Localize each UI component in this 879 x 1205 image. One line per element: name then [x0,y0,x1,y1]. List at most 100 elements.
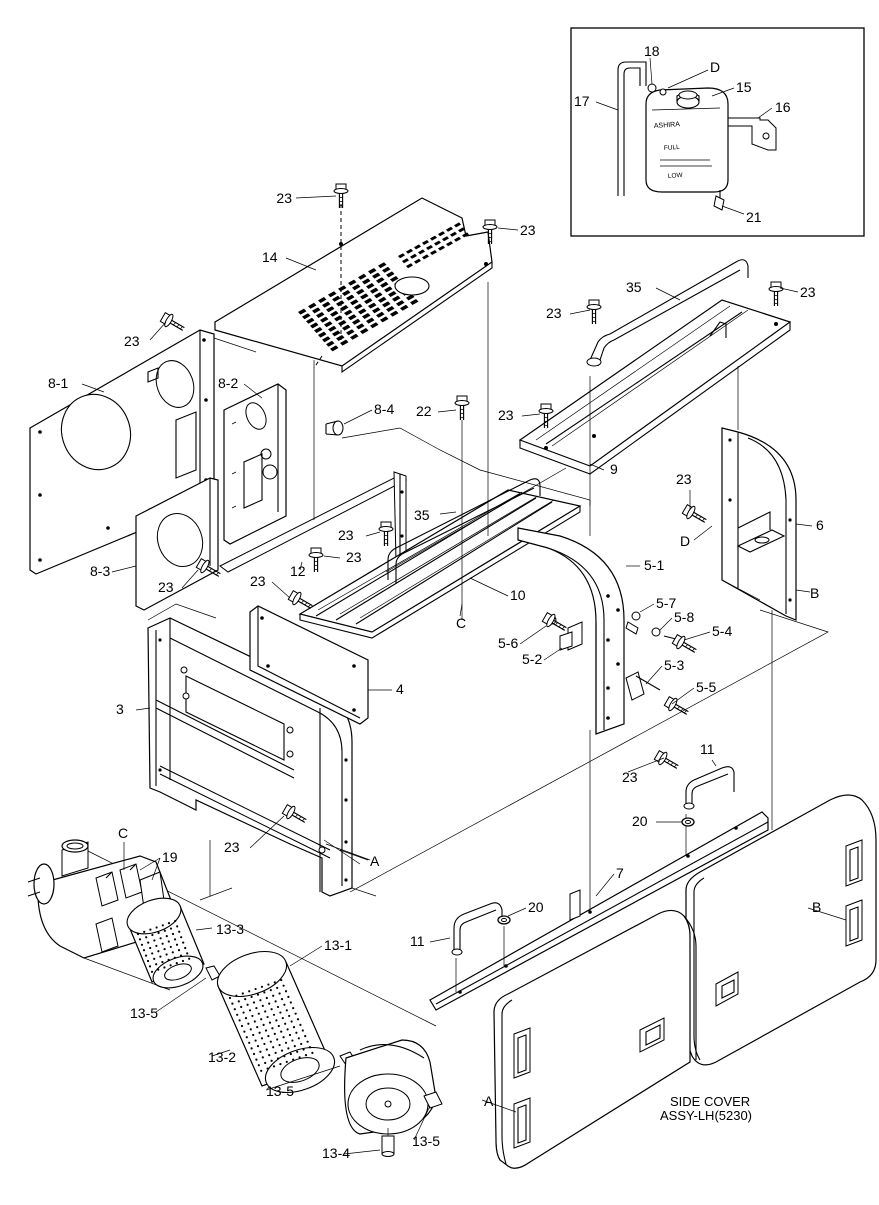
callout-c05: 8-1 [48,375,68,391]
callout-c01: 23 [276,190,292,206]
leader-line [795,523,813,527]
side-cover-part-number: ASSY-LH(5230) [660,1108,752,1123]
leader-line [439,511,457,515]
leader-line [497,227,519,231]
callout-c17: 6 [816,517,824,533]
callout-c50: 13-5 [130,1005,158,1021]
rail-12 [219,471,408,573]
callout-c34: 5-5 [696,679,716,695]
tank-low-label: LOW [668,172,684,180]
callout-c32: 5-2 [522,651,542,667]
callout-c08: 22 [416,403,432,419]
handle-35-top [586,259,749,367]
callout-c11: 23 [546,305,562,321]
bolt-icon [195,557,221,577]
leader-line [81,383,105,393]
inset-callout-21: 21 [746,209,762,225]
leader-line [139,857,161,871]
leader-line [469,577,509,597]
callout-c03: 14 [262,249,278,265]
callout-c46: 20 [528,899,544,915]
callout-c29: 5-8 [674,609,694,625]
leader-line [459,603,463,617]
leader-line [249,815,285,849]
handle-35-center [387,478,541,584]
leader-a-line [325,843,371,861]
callout-c28: 5-7 [656,595,676,611]
bolt-icon [671,633,697,653]
bolt-icon [681,503,707,523]
leader-line [149,321,167,341]
leader-line [795,589,811,593]
fuel-tank-inset: ASHIRA FULL LOW 18 D 15 17 16 21 [570,27,865,237]
rail-7 [429,811,769,1011]
callout-c24: 23 [250,573,266,589]
bolts-23 [159,183,784,823]
leader-line [413,1105,431,1141]
leader-line [655,287,681,301]
bolt-icon [159,311,185,331]
leader-line [521,413,541,417]
callout-c16: D [680,533,690,549]
callout-c12: 23 [800,284,816,300]
air-cleaner-guide [83,887,233,991]
callout-c47: 11 [410,933,425,949]
bolt-icon [538,403,554,428]
leader-line [339,849,369,861]
bolt-icon [663,695,689,715]
leader-line [365,531,381,537]
leader-line [627,757,665,773]
callout-c14: 9 [610,461,618,477]
callout-c35: 4 [396,681,404,697]
leader-line [285,257,317,271]
leader-line [589,463,605,471]
leader-line [595,873,615,897]
element-13-3 [126,897,221,989]
leader-line [195,927,213,931]
callout-c55: 13-5 [412,1133,440,1149]
callout-c31: 5-6 [498,635,518,651]
bolt-icon [281,803,307,823]
leader-line [271,581,291,599]
callout-c40: 23 [224,839,240,855]
callout-leaders [81,195,847,1155]
callout-c20: 23 [346,549,362,565]
callout-c39: 20 [632,813,648,829]
callout-c26: C [456,615,466,631]
leader-line [543,647,563,661]
callout-c30: 5-4 [712,623,732,639]
leader-line [671,687,695,705]
mesh-pattern [228,978,314,1072]
bolt-icon [768,281,784,306]
side-cover-front: SIDE COVER ASSY-LH(5230) [493,909,752,1169]
leader-line [295,195,337,199]
callout-c07: 8-4 [374,401,394,417]
leader-line [639,603,655,613]
inset-callout-16: 16 [775,99,791,115]
callout-c02: 23 [520,222,536,238]
vent-slots [398,222,469,269]
leader-line [683,631,711,641]
callout-c51: 13-2 [208,1049,236,1065]
callout-c15: 23 [676,471,692,487]
leader-line [343,409,373,425]
callout-c04: 23 [124,333,140,349]
bolt-icon [308,547,324,572]
leader-line [519,625,547,645]
top-panel-14 [214,197,493,374]
callout-c21: 8-3 [90,563,110,579]
plug-8-4 [325,420,344,436]
callout-c10: 35 [626,279,642,295]
callout-c49: 13-1 [324,937,352,953]
cover-13-1 [344,1039,443,1157]
callout-c54: 13-4 [322,1145,350,1161]
mesh-pattern [136,919,191,973]
inset-callout-15: 15 [736,79,752,95]
callout-c27: 5-1 [644,557,664,573]
callout-c09: 23 [498,407,514,423]
callout-c25: 10 [510,587,526,603]
callout-c45: B [812,899,821,915]
leader-line [265,1065,341,1091]
